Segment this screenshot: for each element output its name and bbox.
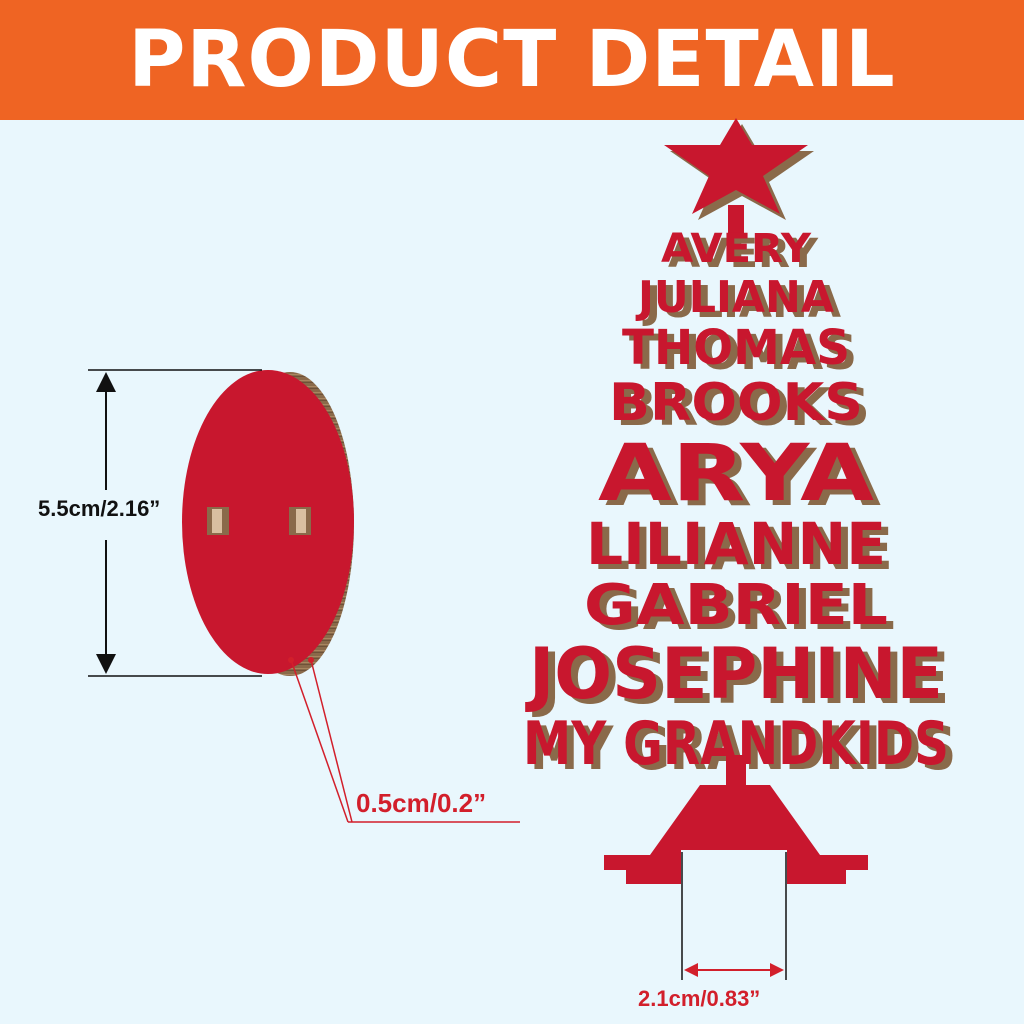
tree-name: GABRIEL — [584, 573, 888, 638]
tree-name: AVERY — [661, 226, 812, 272]
tree-name-shadow: JULIANA — [642, 277, 841, 328]
tree-stand — [650, 785, 820, 855]
tree-name-shadow: AVERY — [668, 231, 819, 277]
tree-name-shadow: ARYA — [605, 434, 881, 524]
arrow-down-icon — [96, 654, 116, 674]
tree-name-shadow: LILIANNE — [593, 515, 893, 583]
tree-name: JOSEPHINE — [525, 633, 943, 715]
tree-name: LILIANNE — [586, 510, 886, 578]
tree-name-shadow: THOMAS — [629, 325, 857, 381]
arrow-left-icon — [684, 963, 698, 977]
name-tree: AVERYAVERYJULIANAJULIANATHOMASTHOMASBROO… — [523, 118, 956, 890]
slot-width-label: 2.1cm/0.83” — [638, 986, 761, 1011]
tree-name-shadow: JOSEPHINE — [532, 638, 950, 720]
banner-title: PRODUCT DETAIL — [128, 15, 896, 105]
base-red-face — [182, 370, 354, 674]
tree-name-shadow: GABRIEL — [591, 578, 895, 643]
header-banner: PRODUCT DETAIL — [0, 0, 1024, 120]
tree-stand-slot — [681, 850, 787, 890]
tree-trunk — [726, 755, 746, 785]
tree-name-shadow: BROOKS — [616, 378, 870, 438]
height-dimension — [88, 369, 262, 677]
tree-name: JULIANA — [635, 272, 834, 323]
slot-width-dimension — [681, 852, 787, 980]
thickness-label: 0.5cm/0.2” — [356, 788, 487, 818]
tree-name: THOMAS — [622, 320, 850, 376]
arrow-up-icon — [96, 372, 116, 392]
tree-star-icon — [664, 118, 808, 214]
tree-name: BROOKS — [609, 373, 863, 433]
arrow-right-icon — [770, 963, 784, 977]
thickness-callout — [288, 657, 520, 823]
tree-name: ARYA — [598, 429, 874, 519]
round-base-stand — [182, 370, 354, 676]
height-label: 5.5cm/2.16” — [38, 496, 161, 521]
